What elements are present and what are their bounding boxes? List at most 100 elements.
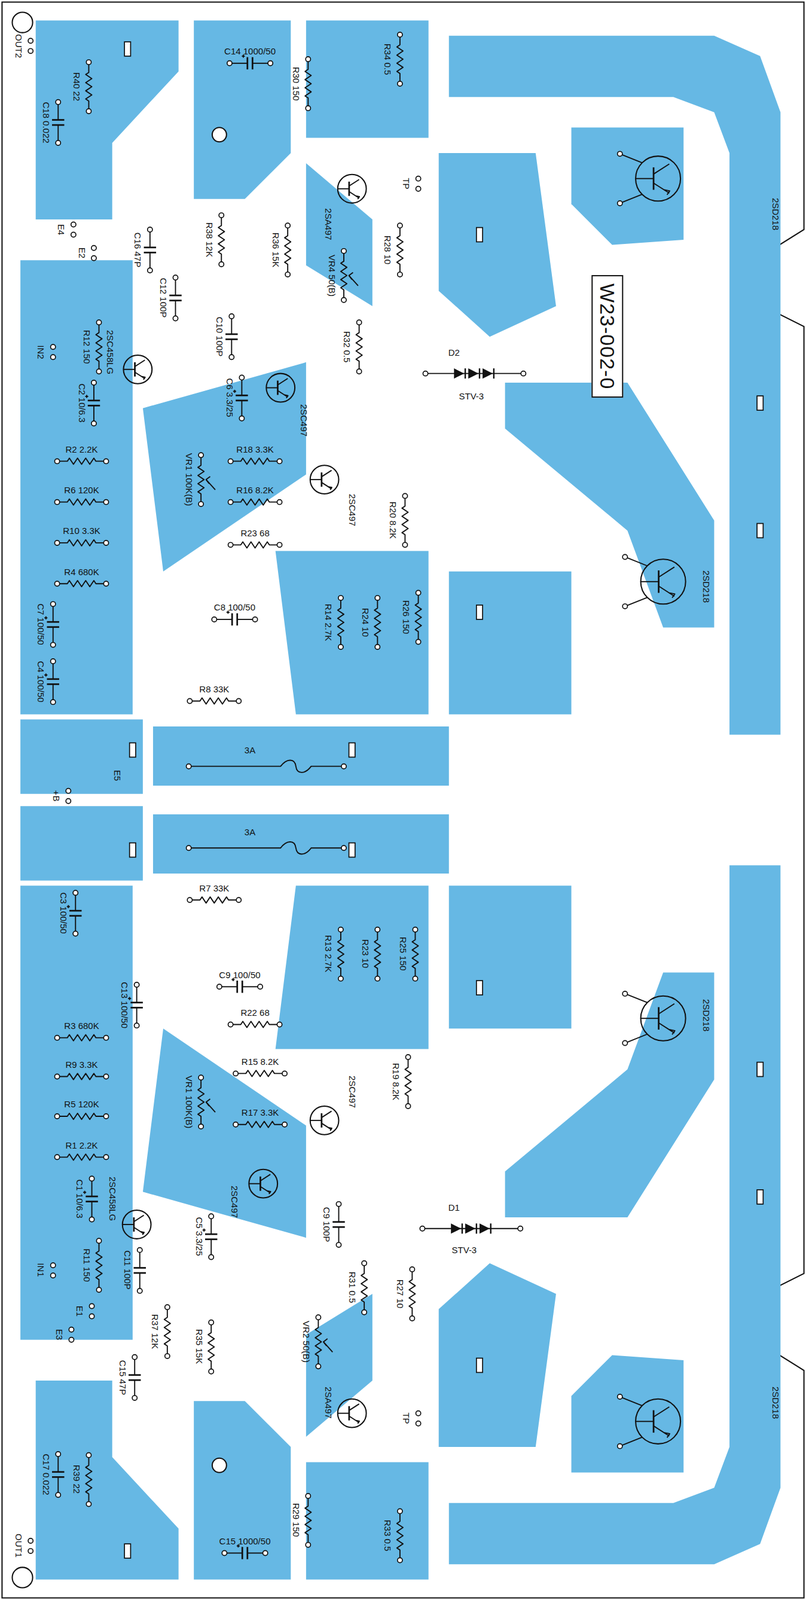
- transistor-lead: [620, 153, 643, 163]
- transistor-lead: [624, 1034, 648, 1044]
- solder-pad: [208, 1213, 214, 1219]
- solder-pad: [419, 1226, 425, 1232]
- solder-pad: [257, 984, 263, 989]
- resistor-symbol: [57, 499, 107, 506]
- solder-pad: [103, 458, 109, 464]
- component-label: R38 12K: [204, 222, 214, 258]
- transistor-emitter: [135, 372, 146, 380]
- transistor-lead: [620, 1437, 643, 1447]
- copper-trace: [142, 362, 307, 572]
- solder-pad: [211, 617, 217, 622]
- component-label: C9 100/50: [218, 969, 261, 979]
- wiper-arrow: [323, 1338, 328, 1346]
- component-label: C1 10/6.3: [75, 1179, 85, 1218]
- component-label: C12 100P: [159, 278, 169, 319]
- component-label: STV-3: [452, 1245, 478, 1255]
- transistor-emitter: [260, 1186, 271, 1193]
- solder-pad: [54, 540, 60, 546]
- solder-pad: [341, 297, 347, 303]
- slot-pad: [349, 843, 356, 858]
- capacitor-plate: [46, 678, 59, 680]
- solder-pad: [172, 315, 178, 321]
- component-label: C14 1000/50: [224, 46, 276, 56]
- component-label: R22 68: [240, 1007, 270, 1017]
- solder-pad: [276, 499, 282, 505]
- solder-pad: [50, 601, 56, 607]
- solder-pad: [412, 927, 418, 933]
- diode-symbol: [482, 368, 493, 379]
- copper-trace: [438, 153, 557, 337]
- solder-pad: [54, 458, 60, 464]
- resistor-symbol: [57, 1073, 107, 1080]
- wiper-arrow: [206, 476, 211, 484]
- resistor-symbol: [57, 1035, 107, 1041]
- component-label: C3 100/50: [58, 892, 68, 934]
- capacitor-plate: [52, 124, 64, 127]
- copper-trace: [35, 20, 179, 220]
- transistor-lead: [624, 556, 648, 566]
- transistor-emitter: [349, 191, 360, 199]
- solder-pad: [228, 458, 234, 464]
- solder-pad: [218, 261, 224, 267]
- component-label: C13 100/50: [120, 981, 130, 1029]
- solder-pad: [208, 1320, 214, 1325]
- solder-pad: [285, 272, 290, 277]
- solder-pad: [276, 1021, 282, 1027]
- solder-pad: [103, 1073, 109, 1079]
- diode-bar: [461, 1223, 463, 1234]
- component-label: +B: [51, 790, 61, 802]
- component-label: R40 22: [71, 72, 81, 102]
- capacitor-plate: [169, 299, 182, 302]
- resistor-symbol: [95, 322, 102, 372]
- component-label: VR1 100K(B): [184, 1075, 194, 1129]
- component-label: R25 150: [398, 936, 408, 972]
- resistor-symbol: [57, 580, 107, 587]
- solder-pad: [336, 1201, 341, 1207]
- transistor-collector: [277, 378, 288, 386]
- capacitor-plate: [69, 910, 82, 912]
- solder-pad: [96, 319, 102, 325]
- solder-pad: [397, 1557, 403, 1563]
- solder-pad: [228, 542, 234, 548]
- capacitor-plate: [46, 683, 59, 686]
- copper-trace: [449, 885, 572, 1029]
- solder-pad: [402, 542, 408, 548]
- solder-pad: [341, 248, 347, 254]
- solder-pad: [374, 976, 380, 982]
- resistor-symbol: [304, 59, 311, 109]
- copper-trace: [571, 127, 685, 245]
- resistor-symbol: [361, 1263, 368, 1313]
- resistor-symbol: [401, 495, 408, 545]
- copper-trace: [449, 571, 572, 715]
- component-label: 2SC458LG: [107, 1176, 117, 1221]
- solder-pad: [89, 1303, 94, 1309]
- solder-pad: [72, 890, 78, 896]
- slot-pad: [129, 742, 136, 757]
- transistor-lead: [337, 188, 350, 190]
- solder-pad: [198, 1075, 204, 1080]
- solder-pad: [208, 1254, 214, 1260]
- solder-pad: [622, 1040, 628, 1046]
- component-label: OUT1: [13, 1533, 23, 1558]
- solder-pad: [89, 1176, 94, 1181]
- capacitor-plate: [205, 1238, 218, 1241]
- solder-pad: [132, 1395, 137, 1401]
- diode-bar: [475, 1223, 478, 1234]
- transistor-collector: [658, 1003, 675, 1015]
- solder-pad: [54, 581, 60, 586]
- capacitor-plate: [69, 914, 82, 917]
- transistor-emitter: [321, 482, 332, 490]
- solder-pad: [54, 1154, 60, 1160]
- potentiometer-symbol: [197, 1077, 204, 1127]
- capacitor-plate: [169, 294, 182, 297]
- solder-pad: [252, 617, 258, 622]
- diode-symbol: [479, 1223, 490, 1234]
- component-label: R5 120K: [63, 1099, 99, 1109]
- component-label: E4: [56, 224, 66, 235]
- component-label: C5 3.3/25: [194, 1217, 204, 1257]
- capacitor-plate: [144, 246, 157, 249]
- solder-pad: [103, 499, 109, 505]
- solder-pad: [187, 698, 192, 704]
- transistor-lead: [337, 1412, 350, 1415]
- wiper-arrow: [349, 272, 354, 280]
